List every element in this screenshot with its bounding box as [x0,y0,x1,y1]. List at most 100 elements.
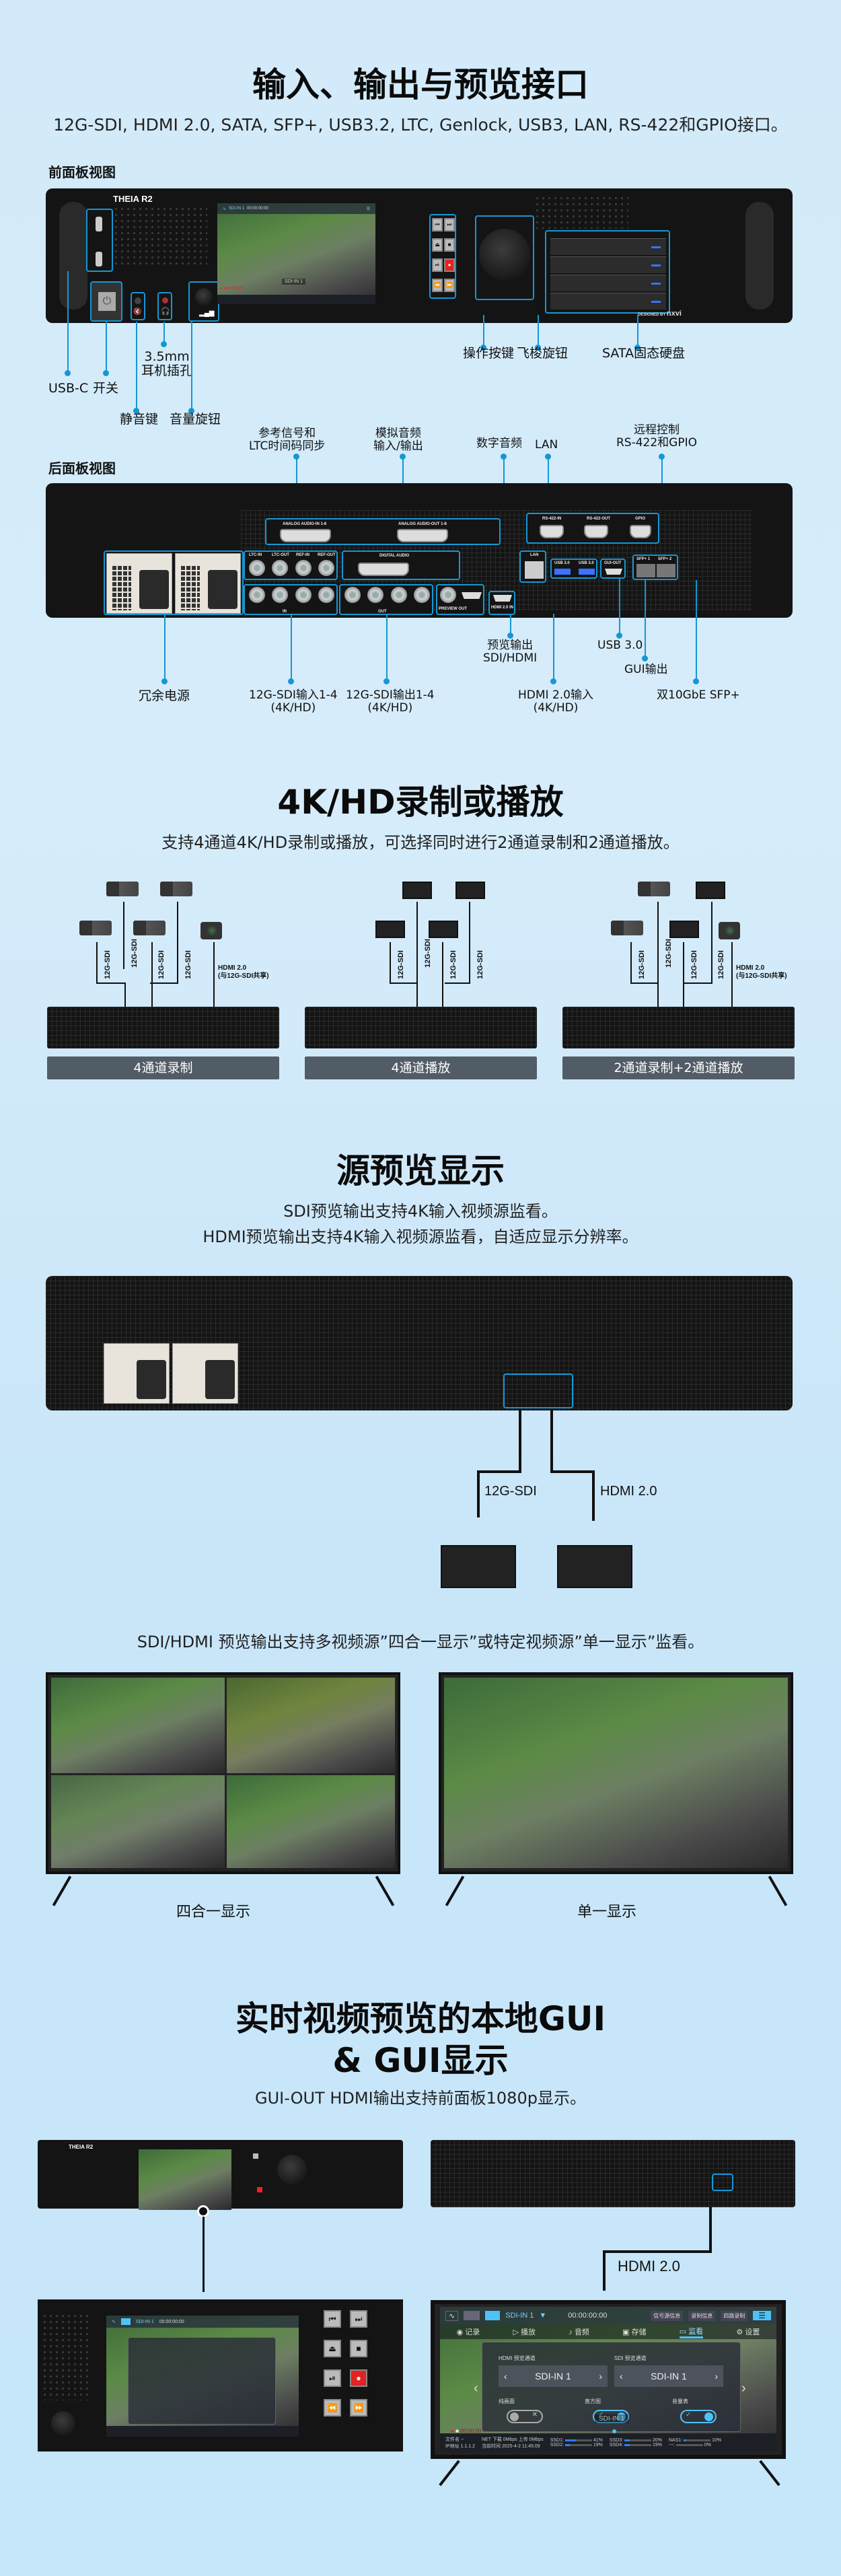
fast-forward-button[interactable]: ⏩ [444,279,455,292]
headphone-jack[interactable]: 🎧 [157,292,172,320]
usb-c-port-2[interactable] [96,252,102,266]
next-button[interactable]: ⏭ [444,218,455,231]
sdi-in-4[interactable] [318,587,334,603]
menu-icon[interactable]: ☰ [366,207,370,211]
prev-button[interactable]: ⏮ [324,2310,341,2328]
waveform-icon[interactable]: ∿ [223,207,227,211]
power-button[interactable]: ⏻ [90,281,122,322]
eject-button[interactable]: ⏏ [324,2340,341,2357]
preview-sdi-out[interactable] [440,587,456,603]
sdi-in-3[interactable] [295,587,312,603]
record-info-button[interactable]: 录制信息 [688,2310,716,2321]
tab-playback[interactable]: ▷ 播放 [513,2328,536,2336]
sdi-channel-select[interactable]: ‹SDI-IN 1› [614,2365,723,2387]
lan-port[interactable] [525,561,544,579]
menu-icon[interactable]: ☰ [753,2311,771,2320]
single-view-icon[interactable] [485,2311,501,2320]
usb-c-port-1[interactable] [96,217,102,231]
source-info-button[interactable]: 信号源信息 [651,2310,684,2321]
rs422-out-port[interactable] [584,525,608,538]
waveform-icon[interactable]: ∿ [445,2310,459,2321]
rewind-button[interactable]: ⏪ [324,2399,341,2417]
single-view-icon[interactable] [120,2318,131,2325]
sfp-port-1[interactable] [636,564,655,577]
gui-out-port[interactable] [605,569,622,575]
digital-audio-port[interactable] [358,563,409,576]
ssd-bay-1[interactable] [550,238,666,255]
tab-monitor[interactable]: ▭ 监看 [679,2326,704,2338]
record-button[interactable]: ● [350,2369,367,2387]
ref-out-port[interactable] [318,560,334,576]
ref-in-port[interactable] [295,560,312,576]
stop-button[interactable]: ■ [444,238,455,252]
usb-port-2[interactable] [579,569,595,575]
eject-button[interactable]: ⏏ [432,238,443,252]
power-socket-1[interactable] [139,570,169,609]
tab-audio[interactable]: ♪ 音频 [569,2328,589,2336]
panel-next-icon[interactable]: › [741,2381,746,2396]
quad-view-icon[interactable] [464,2311,480,2320]
next-button[interactable]: ⏭ [350,2310,367,2328]
ltc-in-port[interactable] [249,560,265,576]
sdi-in-2[interactable] [272,587,288,603]
tab-storage[interactable]: ▣ 存储 [622,2328,647,2336]
source-select[interactable]: SDI-IN 1 [229,207,245,211]
gui-screen[interactable]: ∿ SDI-IN 1 ▼ 00:00:00:00 信号源信息 录制信息 四路录制… [440,2307,776,2452]
preview-hdmi-out[interactable] [462,592,482,599]
audio-meter-toggle[interactable]: ✓ [680,2410,717,2423]
jog-wheel[interactable] [479,229,530,280]
gpio-port[interactable] [630,525,651,538]
usb-c-ports[interactable] [86,209,113,272]
gui-source-select[interactable]: SDI-IN 1 [505,2312,534,2320]
ssd-bay-4[interactable] [550,293,666,310]
rs422-in-port[interactable] [540,525,564,538]
front-screen[interactable]: ∿ SDI-IN 1 00:00:00:00 ☰ SDI-IN 1 ● ■ 00… [217,203,375,304]
prev-button[interactable]: ⏮ [432,218,443,231]
callout-buttons: 操作按键 [463,346,515,361]
quad-record-button[interactable]: 四路录制 [721,2310,748,2321]
panel-prev-icon[interactable]: ‹ [474,2381,478,2396]
sdi-out-4[interactable] [414,587,430,603]
analog-in-port[interactable] [280,529,331,542]
analog-out-port[interactable] [397,529,448,542]
mute-button[interactable]: 🔇 [131,292,145,320]
gui-closeup-screen[interactable]: ∿ SDI-IN 1 00:00:00:00 [106,2316,299,2437]
chevron-right-icon[interactable]: › [715,2371,718,2382]
designed-by-label: DESIGNED BY nxvi [638,310,682,318]
rewind-button[interactable]: ⏪ [432,279,443,292]
play-pause-button[interactable]: ⏯ [324,2369,341,2387]
play-pause-button[interactable]: ⏯ [432,258,443,272]
chevron-right-icon[interactable]: › [599,2371,602,2382]
ssd-bay-2[interactable] [550,256,666,273]
stop-button[interactable]: ■ [350,2340,367,2357]
vent-grille-right [534,195,628,229]
hdmi-channel-select[interactable]: ‹SDI-IN 1› [499,2365,608,2387]
volume-knob-dial[interactable] [195,288,213,306]
callout-sfp: 双10GbE SFP+ [657,688,740,702]
tab-record[interactable]: ◉ 记录 [456,2328,480,2336]
sdi-out-3[interactable] [391,587,407,603]
sdi-in-1[interactable] [249,587,265,603]
clean-feed-toggle[interactable]: ✕ [507,2410,543,2423]
hdmi-in-port[interactable] [493,595,512,602]
usb-port-1[interactable] [554,569,571,575]
gui-source[interactable]: SDI-IN 1 [135,2319,154,2324]
psu-2[interactable] [175,553,241,614]
sfp-port-2[interactable] [657,564,675,577]
sdi-out-1[interactable] [344,587,361,603]
tab-settings[interactable]: ⚙ 设置 [736,2328,760,2336]
sdi-out-2[interactable] [367,587,383,603]
volume-knob[interactable]: ▂▄▆ [188,281,219,322]
power-socket-2[interactable] [208,570,237,609]
chevron-down-icon[interactable]: ▼ [539,2312,547,2320]
volume-knob[interactable] [51,2411,75,2435]
psu-1[interactable] [106,553,172,614]
histogram-toggle[interactable]: ✓ [593,2410,629,2423]
waveform-icon[interactable]: ∿ [112,2320,116,2324]
chevron-left-icon[interactable]: ‹ [504,2371,507,2382]
chevron-left-icon[interactable]: ‹ [620,2371,623,2382]
ssd-bay-3[interactable] [550,275,666,291]
fast-forward-button[interactable]: ⏩ [350,2399,367,2417]
record-button[interactable]: ● [444,258,455,272]
ltc-out-port[interactable] [272,560,288,576]
